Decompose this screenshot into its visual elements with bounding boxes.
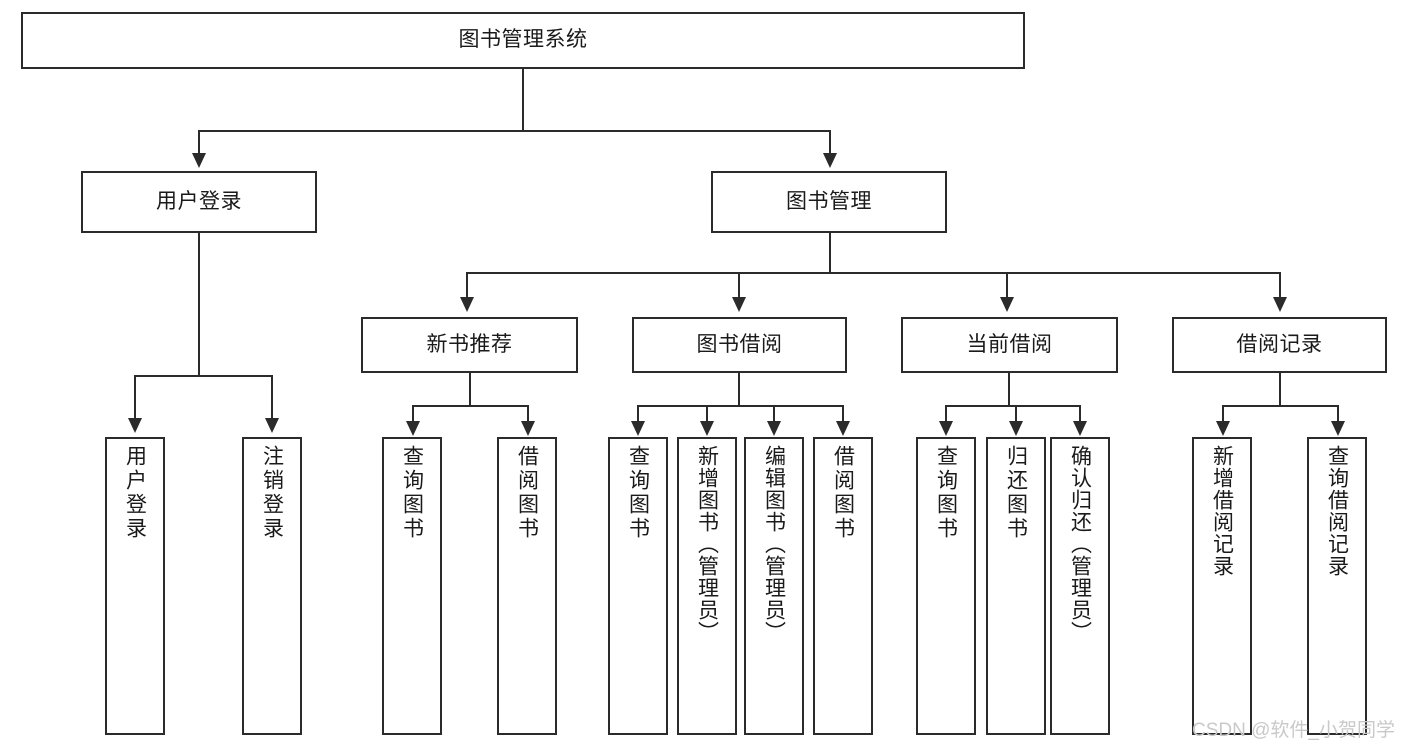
node-book-manage[interactable]: 图书管理 [711,171,947,233]
edge-to-leaf-return-book [1015,405,1017,422]
edge-book-manage-bus [466,272,1281,274]
edge-to-leaf-query-book-2 [637,405,639,422]
edge-to-borrow-record [1279,272,1281,299]
arrow-to-leaf-user-login [128,418,142,433]
edge-to-leaf-query-record [1337,405,1339,422]
edge-root-bus [198,130,831,132]
node-label: 归还图书 [1004,445,1028,541]
edge-to-leaf-add-book [706,405,708,422]
node-label: 借阅图书 [515,445,539,541]
edge-user-login-stem [198,233,200,376]
arrow-to-user-login [192,153,206,168]
edge-to-leaf-confirm-return [1079,405,1081,422]
node-leaf-edit-book[interactable]: 编辑图书（管理员） [744,437,804,735]
node-label: 查询图书 [934,445,958,541]
arrow-to-leaf-add-book [700,421,714,436]
edge-to-current-borrow [1006,272,1008,299]
node-leaf-borrow-book-recommend[interactable]: 借阅图书 [497,437,557,735]
node-label: 查询借阅记录 [1325,445,1349,577]
arrow-to-book-borrow [732,297,746,312]
edge-to-leaf-borrow-book-2 [842,405,844,422]
node-label: 图书借阅 [696,332,783,356]
edge-to-book-borrow [738,272,740,299]
node-user-login[interactable]: 用户登录 [81,171,317,233]
arrow-to-leaf-add-record [1216,421,1230,436]
arrow-to-leaf-query-book-1 [406,421,420,436]
arrow-to-borrow-record [1273,297,1287,312]
node-label: 当前借阅 [966,332,1053,356]
edge-to-leaf-query-book-1 [412,405,414,422]
node-leaf-add-book[interactable]: 新增图书（管理员） [677,437,737,735]
arrow-to-leaf-borrow-book-2 [836,421,850,436]
csdn-watermark: CSDN @软件_小贺同学 [1192,720,1395,741]
arrow-to-leaf-user-logout [265,418,279,433]
edge-book-borrow-bus [637,405,843,407]
node-leaf-borrow-book[interactable]: 借阅图书 [813,437,873,735]
edge-current-borrow-stem [1008,373,1010,406]
node-leaf-user-logout[interactable]: 注销登录 [242,437,302,735]
node-leaf-query-book-borrow[interactable]: 查询图书 [608,437,668,735]
edge-to-leaf-query-book-3 [945,405,947,422]
edge-root-to-book-manage [829,130,831,156]
node-label: 确认归还（管理员） [1068,445,1092,643]
edge-to-new-book-recommend [466,272,468,299]
node-current-borrow[interactable]: 当前借阅 [901,317,1118,373]
node-new-book-recommend[interactable]: 新书推荐 [361,317,578,373]
node-leaf-query-book-recommend[interactable]: 查询图书 [382,437,442,735]
edge-to-leaf-add-record [1222,405,1224,422]
edge-to-leaf-edit-book [773,405,775,422]
edge-root-stem [522,69,524,131]
node-label: 用户登录 [156,189,242,213]
node-label: 新增图书（管理员） [695,445,719,643]
node-label: 编辑图书（管理员） [762,445,786,643]
edge-to-leaf-user-logout [271,375,273,420]
arrow-to-leaf-query-record [1331,421,1345,436]
edge-new-book-recommend-bus [412,405,528,407]
edge-user-login-bus [134,375,272,377]
node-book-borrow[interactable]: 图书借阅 [632,317,847,373]
node-leaf-query-borrow-record[interactable]: 查询借阅记录 [1307,437,1367,735]
node-leaf-user-login[interactable]: 用户登录 [105,437,165,735]
node-label: 借阅记录 [1236,332,1323,356]
edge-borrow-record-bus [1222,405,1338,407]
node-root-book-management-system[interactable]: 图书管理系统 [21,12,1025,69]
node-label: 新书推荐 [426,332,513,356]
arrow-to-leaf-confirm-return [1073,421,1087,436]
node-label: 图书管理 [786,189,872,213]
arrow-to-leaf-borrow-book-1 [521,421,535,436]
arrow-to-book-manage [823,153,837,168]
node-borrow-record[interactable]: 借阅记录 [1172,317,1387,373]
node-label: 新增借阅记录 [1210,445,1234,577]
node-label: 查询图书 [400,445,424,541]
edge-book-borrow-stem [738,373,740,406]
edge-root-to-user-login [198,130,200,156]
node-leaf-confirm-return[interactable]: 确认归还（管理员） [1050,437,1110,735]
arrow-to-leaf-query-book-3 [939,421,953,436]
edge-current-borrow-bus [945,405,1080,407]
edge-book-manage-stem [829,233,831,273]
node-label: 用户登录 [123,445,147,541]
arrow-to-leaf-return-book [1009,421,1023,436]
node-label: 注销登录 [260,445,284,541]
arrow-to-current-borrow [1000,297,1014,312]
node-leaf-return-book[interactable]: 归还图书 [986,437,1046,735]
node-label: 图书管理系统 [458,28,588,52]
edge-to-leaf-user-login [134,375,136,420]
edge-borrow-record-stem [1279,373,1281,406]
edge-new-book-recommend-stem [469,373,471,406]
node-leaf-query-book-current[interactable]: 查询图书 [916,437,976,735]
node-leaf-add-borrow-record[interactable]: 新增借阅记录 [1192,437,1252,735]
node-label: 借阅图书 [831,445,855,541]
arrow-to-new-book-recommend [460,297,474,312]
arrow-to-leaf-edit-book [767,421,781,436]
arrow-to-leaf-query-book-2 [631,421,645,436]
node-label: 查询图书 [626,445,650,541]
edge-to-leaf-borrow-book-1 [527,405,529,422]
